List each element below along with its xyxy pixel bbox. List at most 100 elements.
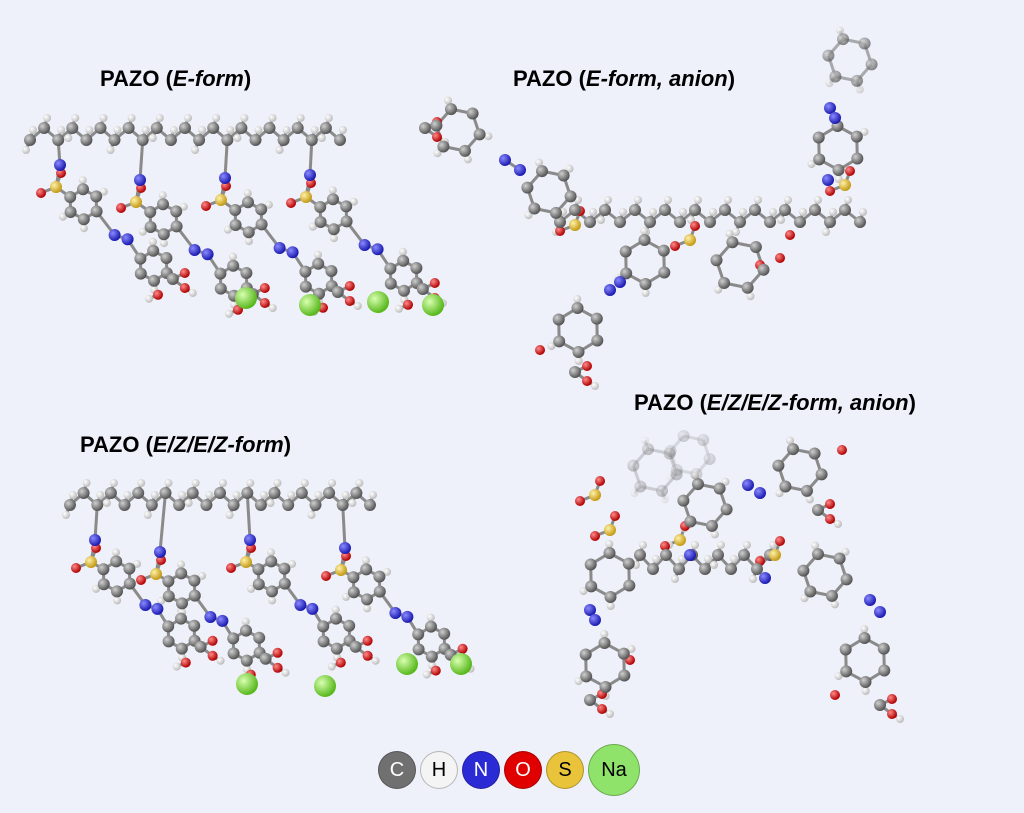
carbon-atom <box>808 447 821 460</box>
carbon-atom <box>425 650 438 663</box>
hydrogen-atom <box>85 126 94 134</box>
hydrogen-atom <box>574 357 583 365</box>
hydrogen-atom <box>691 541 699 549</box>
carbon-atom <box>299 265 312 278</box>
hydrogen-atom <box>896 715 904 723</box>
carbon-atom <box>677 494 690 507</box>
hydrogen-atom <box>630 489 639 498</box>
carbon-atom <box>194 640 207 653</box>
carbon-atom <box>266 585 278 598</box>
carbon-atom <box>840 573 853 586</box>
carbon-atom <box>312 257 325 270</box>
hydrogen-atom <box>307 511 316 519</box>
oxygen-atom <box>432 132 442 142</box>
carbon-atom <box>473 128 486 141</box>
oxygen-atom <box>344 281 355 291</box>
hydrogen-atom <box>640 227 649 235</box>
sodium-ion <box>450 653 472 675</box>
hydrogen-atom <box>694 196 702 204</box>
carbon-atom <box>136 134 149 146</box>
nitrogen-atom <box>219 172 231 184</box>
carbon-atom <box>718 277 731 289</box>
hydrogen-atom <box>82 479 91 487</box>
title-e-form: PAZO (E-form) <box>100 66 252 91</box>
hydrogen-atom <box>604 196 612 204</box>
hydrogen-atom <box>178 491 187 499</box>
oxygen-atom <box>785 230 795 240</box>
carbon-atom <box>569 366 581 378</box>
hydrogen-atom <box>268 114 277 122</box>
oxygen-atom <box>335 657 346 668</box>
oxygen-atom <box>660 541 670 551</box>
hydrogen-atom <box>371 656 380 665</box>
hydrogen-atom <box>317 134 326 142</box>
carbon-atom <box>255 203 268 216</box>
carbon-atom <box>647 563 659 575</box>
carbon-atom <box>634 549 646 561</box>
oxygen-atom <box>321 571 331 581</box>
carbon-atom <box>336 499 349 511</box>
hydrogen-atom <box>800 594 809 603</box>
carbon-atom <box>412 643 425 656</box>
carbon-atom <box>521 181 534 194</box>
carbon-atom <box>620 267 633 280</box>
carbon-atom <box>240 654 253 667</box>
carbon-atom <box>97 578 110 591</box>
carbon-atom <box>327 223 340 236</box>
carbon-atom <box>145 499 158 511</box>
oxygen-atom <box>201 201 211 211</box>
hydrogen-atom <box>324 114 333 122</box>
oxygen-atom <box>582 376 592 386</box>
carbon-atom <box>706 519 718 532</box>
nitrogen-atom <box>589 614 601 626</box>
hydrogen-atom <box>191 479 200 487</box>
nitrogen-atom <box>401 610 414 623</box>
carbon-atom <box>772 459 785 472</box>
hydrogen-atom <box>822 228 830 236</box>
nitrogen-atom <box>339 542 351 554</box>
bond <box>158 492 167 553</box>
hydrogen-atom <box>328 479 337 487</box>
hydrogen-atom <box>246 479 255 487</box>
carbon-atom <box>550 206 562 219</box>
hydrogen-atom <box>216 656 225 665</box>
carbon-atom <box>118 499 131 511</box>
hydrogen-atom <box>811 541 820 550</box>
bond <box>223 139 229 179</box>
carbon-atom <box>660 549 672 561</box>
carbon-atom <box>826 589 838 602</box>
oxygen-atom <box>670 241 680 251</box>
nitrogen-atom <box>108 229 121 241</box>
sulfur-atom <box>130 196 142 208</box>
carbon-atom <box>52 134 65 146</box>
nitrogen-atom <box>304 169 316 181</box>
carbon-atom <box>553 335 566 348</box>
carbon-atom <box>384 277 397 290</box>
sulfur-atom <box>240 556 252 568</box>
carbon-atom <box>193 134 206 146</box>
carbon-atom <box>623 579 636 592</box>
hydrogen-atom <box>266 499 275 507</box>
oxygen-atom <box>690 221 700 231</box>
hydrogen-atom <box>179 202 188 211</box>
carbon-atom <box>134 267 147 280</box>
carbon-atom <box>397 254 410 267</box>
carbon-atom <box>314 201 327 213</box>
hydrogen-atom <box>769 541 777 549</box>
nitrogen-atom <box>759 572 771 584</box>
carbon-atom <box>829 70 842 83</box>
hydrogen-atom <box>710 561 718 569</box>
carbon-atom <box>738 549 750 561</box>
hydrogen-atom <box>109 479 118 487</box>
oxygen-atom <box>595 476 605 486</box>
sulfur-atom <box>215 194 227 206</box>
oxygen-atom <box>71 563 81 573</box>
carbon-atom <box>438 627 451 640</box>
oxygen-atom <box>887 709 897 719</box>
carbon-atom <box>132 487 145 499</box>
carbon-atom <box>673 563 685 575</box>
hydrogen-atom <box>308 222 317 231</box>
carbon-atom <box>90 190 103 203</box>
carbon-atom <box>214 282 227 295</box>
oxygen-atom <box>207 635 218 646</box>
